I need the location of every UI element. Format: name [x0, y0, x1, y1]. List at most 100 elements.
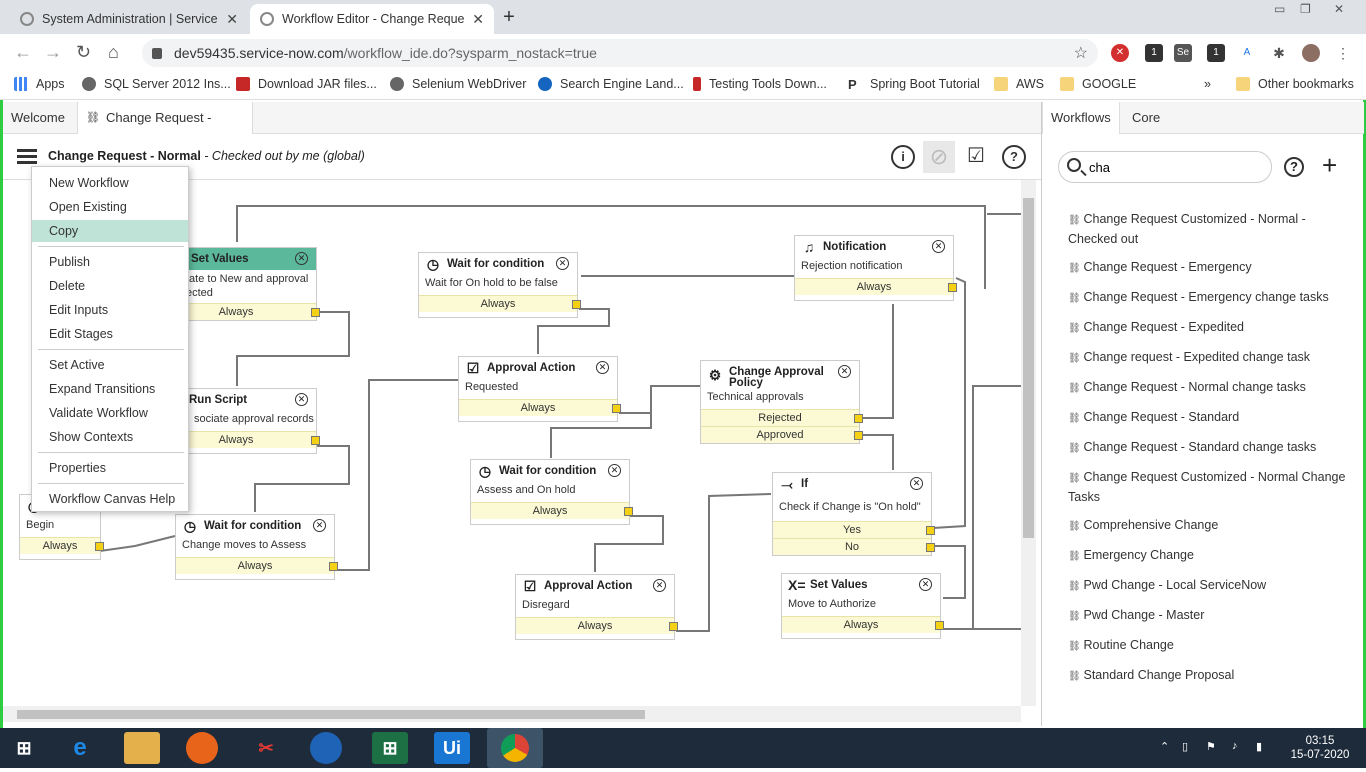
- workflow-list-item[interactable]: ⛓ Change request - Expedited change task: [1068, 348, 1354, 368]
- back-icon[interactable]: ←: [14, 42, 32, 62]
- delete-activity-icon[interactable]: ✕: [608, 464, 621, 477]
- bookmarks-overflow-button[interactable]: »: [1204, 77, 1211, 91]
- menu-item-delete[interactable]: Delete: [49, 279, 86, 293]
- activity-approval-disregard[interactable]: ☑Approval Action✕ Disregard Always: [515, 574, 678, 640]
- tray-overflow-icon[interactable]: ⌃: [1160, 741, 1170, 753]
- home-icon[interactable]: ⌂: [108, 42, 119, 62]
- tab-change-request-normal[interactable]: ⛓ Change Request - Normal: [77, 102, 253, 157]
- bookmark-search-engine-land[interactable]: Search Engine Land...: [538, 77, 684, 91]
- delete-activity-icon[interactable]: ✕: [295, 393, 308, 406]
- delete-activity-icon[interactable]: ✕: [313, 519, 326, 532]
- workflow-list-item[interactable]: ⛓ Change Request Customized - Normal - C…: [1068, 210, 1354, 248]
- tab-workflows[interactable]: Workflows: [1042, 102, 1120, 134]
- bookmark-folder-other[interactable]: Other bookmarks: [1236, 77, 1354, 91]
- activity-if[interactable]: ⤙If✕ Check if Change is "On hold" Yes No: [772, 472, 935, 556]
- extensions-puzzle-icon[interactable]: ✱: [1270, 44, 1288, 62]
- forward-icon[interactable]: →: [44, 42, 62, 62]
- connector-point[interactable]: [572, 300, 581, 309]
- workflow-list-item[interactable]: ⛓ Change Request - Standard: [1068, 408, 1354, 428]
- bookmark-star-icon[interactable]: ☆: [1073, 45, 1088, 62]
- bookmark-download-jar[interactable]: Download JAR files...: [236, 77, 377, 91]
- bookmark-folder-google[interactable]: GOOGLE: [1060, 77, 1136, 91]
- connector-point[interactable]: [311, 436, 320, 445]
- condition-always[interactable]: Always: [156, 303, 320, 320]
- internet-explorer-icon[interactable]: e: [73, 734, 87, 761]
- workflow-list-item[interactable]: ⛓ Routine Change: [1068, 636, 1354, 656]
- connector-point[interactable]: [311, 308, 320, 317]
- connector-point[interactable]: [669, 622, 678, 631]
- reload-icon[interactable]: ↻: [76, 42, 92, 62]
- workflow-list-item[interactable]: ⛓ Comprehensive Change: [1068, 516, 1354, 536]
- activity-set-values-authorize[interactable]: X=Set Values✕ Move to Authorize Always: [781, 573, 944, 639]
- file-explorer-icon[interactable]: [124, 732, 160, 764]
- condition-always[interactable]: Always: [471, 502, 633, 519]
- network-icon[interactable]: ▮: [1256, 741, 1263, 753]
- connector-point[interactable]: [612, 404, 621, 413]
- condition-approved[interactable]: Approved: [701, 426, 863, 443]
- info-icon[interactable]: i: [891, 145, 915, 169]
- condition-rejected[interactable]: Rejected: [701, 409, 863, 426]
- workflow-list-item[interactable]: ⛓ Change Request - Standard change tasks: [1068, 438, 1354, 458]
- bookmark-apps[interactable]: Apps: [14, 77, 65, 91]
- help-icon[interactable]: ?: [1284, 157, 1304, 177]
- tray-device-icon[interactable]: ▯: [1182, 741, 1189, 753]
- delete-activity-icon[interactable]: ✕: [910, 477, 923, 490]
- connector-point[interactable]: [329, 562, 338, 571]
- scrollbar-thumb[interactable]: [17, 710, 645, 719]
- connector-point[interactable]: [926, 526, 935, 535]
- connector-point[interactable]: [854, 431, 863, 440]
- activity-wait-for-assess[interactable]: ◷Wait for condition✕ Change moves to Ass…: [175, 514, 338, 580]
- delete-activity-icon[interactable]: ✕: [838, 365, 851, 378]
- delete-activity-icon[interactable]: ✕: [295, 252, 308, 265]
- menu-item-properties[interactable]: Properties: [49, 461, 106, 475]
- connector-point[interactable]: [935, 621, 944, 630]
- menu-item-expand-transitions[interactable]: Expand Transitions: [49, 382, 156, 396]
- condition-always[interactable]: Always: [176, 557, 338, 574]
- delete-activity-icon[interactable]: ✕: [596, 361, 609, 374]
- workflow-list-item[interactable]: ⛓ Change Request - Expedited: [1068, 318, 1354, 338]
- profile-avatar[interactable]: [1302, 44, 1320, 62]
- address-bar[interactable]: dev59435.service-now.com/workflow_ide.do…: [142, 39, 1098, 67]
- close-tab-icon[interactable]: ✕: [226, 10, 238, 27]
- hamburger-menu-icon[interactable]: [17, 149, 37, 164]
- activity-notification[interactable]: ♫Notification✕ Rejection notification Al…: [794, 235, 957, 301]
- bookmark-testing-tools[interactable]: Testing Tools Down...: [693, 77, 827, 91]
- close-tab-icon[interactable]: ✕: [472, 10, 484, 27]
- firefox-icon[interactable]: [186, 732, 218, 764]
- condition-always[interactable]: Always: [516, 617, 678, 634]
- activity-change-approval-policy[interactable]: ⚙Change Approval Policy✕ Technical appro…: [700, 360, 863, 444]
- workflow-list-item[interactable]: ⛓ Change Request - Normal change tasks: [1068, 378, 1354, 398]
- bookmark-folder-aws[interactable]: AWS: [994, 77, 1044, 91]
- bookmark-sql-server[interactable]: SQL Server 2012 Ins...: [82, 77, 231, 91]
- connector-point[interactable]: [624, 507, 633, 516]
- close-window-icon[interactable]: ✕: [1334, 2, 1345, 16]
- condition-always[interactable]: Always: [795, 278, 957, 295]
- menu-item-edit-stages[interactable]: Edit Stages: [49, 327, 113, 341]
- condition-always[interactable]: Always: [782, 616, 944, 633]
- selenium-ide-extension-icon[interactable]: Se: [1174, 44, 1192, 62]
- new-tab-button[interactable]: +: [503, 6, 515, 28]
- menu-item-publish[interactable]: Publish: [49, 255, 90, 269]
- minimize-icon[interactable]: ▭: [1274, 2, 1286, 16]
- volume-icon[interactable]: ♪: [1232, 740, 1238, 752]
- tray-flag-icon[interactable]: ⚑: [1206, 741, 1216, 753]
- menu-item-set-active[interactable]: Set Active: [49, 358, 105, 372]
- menu-item-copy[interactable]: Copy: [32, 220, 188, 242]
- activity-wait-for-onhold[interactable]: ◷Wait for condition✕ Wait for On hold to…: [418, 252, 581, 318]
- workflow-list-item[interactable]: ⛓ Standard Change Proposal: [1068, 666, 1354, 686]
- disabled-cancel-icon[interactable]: ⊘: [923, 141, 955, 173]
- menu-item-validate-workflow[interactable]: Validate Workflow: [49, 406, 148, 420]
- extension-icon[interactable]: 1: [1145, 44, 1163, 62]
- uipath-icon[interactable]: Ui: [434, 732, 470, 764]
- menu-item-show-contexts[interactable]: Show Contexts: [49, 430, 134, 444]
- menu-item-canvas-help[interactable]: Workflow Canvas Help: [49, 492, 176, 506]
- restore-icon[interactable]: ❐: [1300, 2, 1311, 16]
- excel-icon[interactable]: ⊞: [372, 732, 408, 764]
- windows-start-icon[interactable]: ⊞: [16, 738, 32, 758]
- extension-icon[interactable]: 1: [1207, 44, 1225, 62]
- activity-approval-requested[interactable]: ☑Approval Action✕ Requested Always: [458, 356, 621, 422]
- workflow-list-item[interactable]: ⛓ Pwd Change - Master: [1068, 606, 1354, 626]
- browser-tab-workflow-editor[interactable]: Workflow Editor - Change Reque ✕: [250, 4, 494, 34]
- condition-always[interactable]: Always: [156, 431, 320, 448]
